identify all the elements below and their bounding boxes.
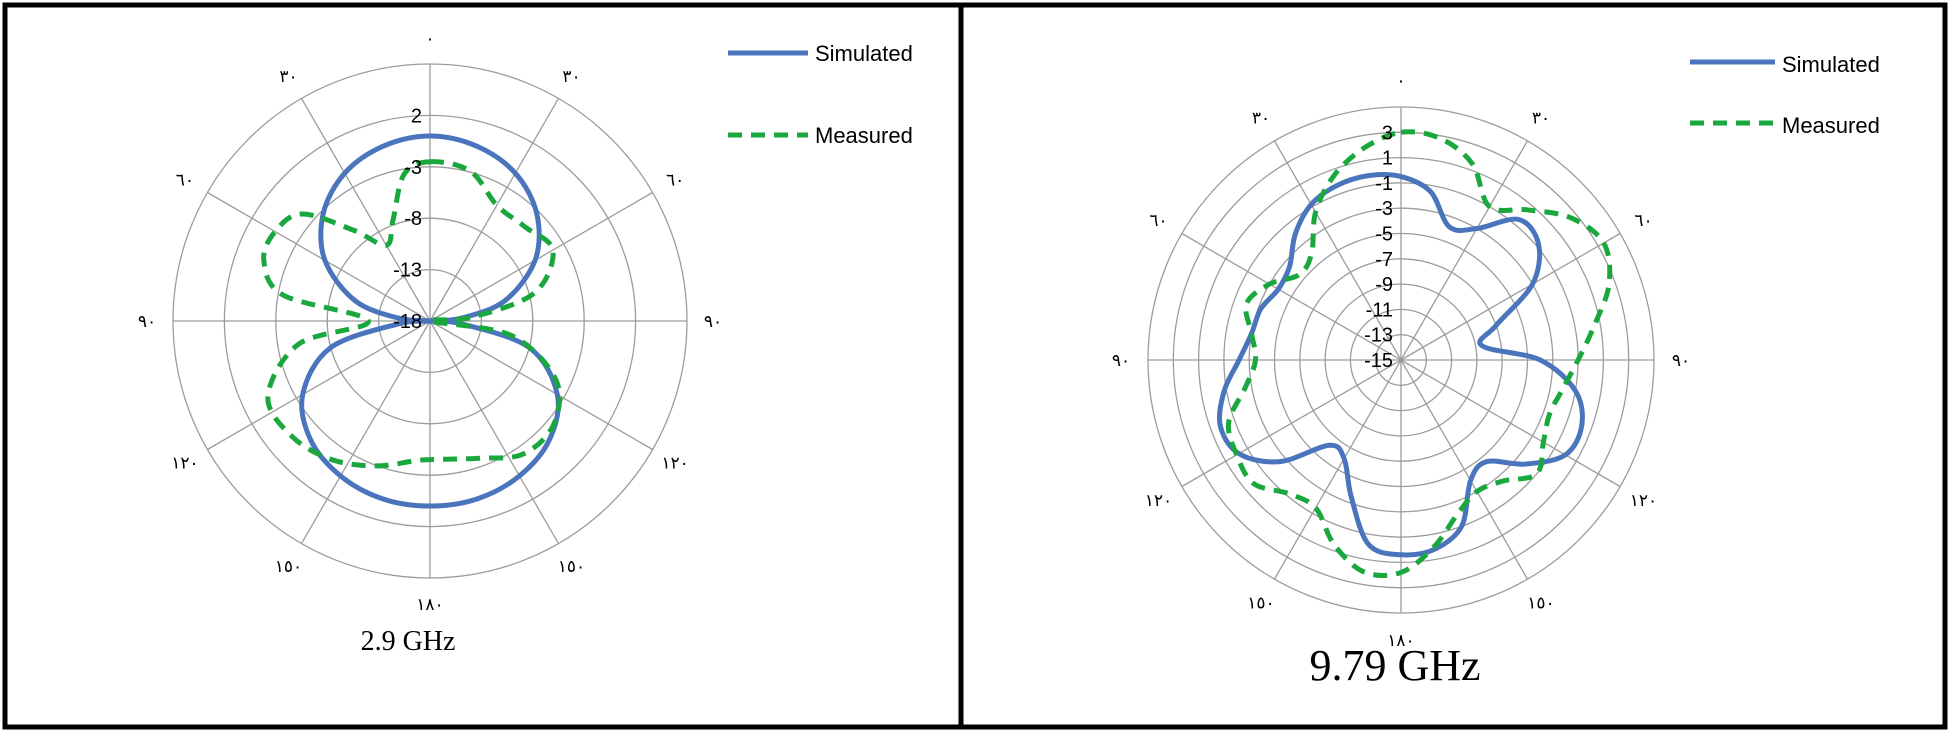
radial-tick-label: -9 <box>1375 274 1393 296</box>
radial-tick-label: -5 <box>1375 224 1393 246</box>
angle-tick-label: ٩٠ <box>704 312 722 332</box>
grid-spoke <box>300 320 431 544</box>
radial-tick-label: -18 <box>393 311 422 333</box>
angle-tick-label: ١٨٠ <box>416 595 443 615</box>
angle-tick-label: ١٢٠ <box>661 454 688 474</box>
legend-label-measured: Measured <box>1782 113 1880 138</box>
angle-tick-label: ١٥٠ <box>1527 594 1554 614</box>
chart-caption: 9.79 GHz <box>1309 641 1480 690</box>
radial-tick-label: 1 <box>1382 148 1393 170</box>
chart-panel-right: 3 1 -1 -3 -5 -7 -9 -11 -13 -15 ٠ ٣٠ ٦٠ ٩٠ ١٢٠ ١٥٠ ١٨٠ ١٥٠… <box>958 2 1948 730</box>
angle-tick-label: ٦٠ <box>1634 211 1652 231</box>
grid-spoke <box>1400 359 1621 488</box>
radial-tick-label: 3 <box>1382 122 1393 144</box>
angle-tick-label: ٦٠ <box>176 171 194 191</box>
angle-tick-label: ١٥٠ <box>1247 594 1274 614</box>
legend: Simulated Measured <box>1690 52 1880 138</box>
angle-tick-label: ١٢٠ <box>171 454 198 474</box>
series-layer <box>1216 129 1613 578</box>
grid-spoke <box>429 191 653 322</box>
grid-spoke <box>1181 232 1402 361</box>
series-line-measured <box>261 159 563 469</box>
grid-spoke <box>1273 359 1402 580</box>
angle-tick-label: ٣٠ <box>1532 109 1550 129</box>
chart-panel-left: 2-3-8-13-18٠٣٠٦٠٩٠١٢٠١٥٠١٨٠١٥٠١٢٠٩٠٦٠٣٠ … <box>2 2 964 730</box>
legend-label-measured: Measured <box>815 123 913 148</box>
angle-tick-label: ٠ <box>425 29 434 49</box>
grid-spoke <box>429 98 560 322</box>
radial-tick-label: -13 <box>1364 325 1393 347</box>
legend: Simulated Measured <box>728 41 913 148</box>
angle-tick-label: ٣٠ <box>562 67 580 87</box>
radial-tick-label: -7 <box>1375 249 1393 271</box>
grid-spoke <box>300 98 431 322</box>
angle-tick-label: ١٢٠ <box>1630 491 1657 511</box>
radial-tick-label: -13 <box>393 260 422 282</box>
radial-tick-label: -3 <box>1375 198 1393 220</box>
angle-tick-label: ١٥٠ <box>558 557 585 577</box>
panel-border <box>958 2 1948 730</box>
grid-spoke <box>1273 140 1402 361</box>
angle-tick-label: ١٥٠ <box>275 557 302 577</box>
series-line-simulated <box>1216 172 1585 558</box>
grid-spoke <box>1400 359 1529 580</box>
angle-tick-label: ٣٠ <box>279 67 297 87</box>
legend-label-simulated: Simulated <box>1782 52 1880 77</box>
angle-tick-label: ٩٠ <box>138 312 156 332</box>
grid-spoke <box>1181 359 1402 488</box>
angle-tick-label: ٩٠ <box>1672 351 1690 371</box>
tick-labels: 3 1 -1 -3 -5 -7 -9 -11 -13 -15 ٠ ٣٠ ٦٠ ٩٠ ١٢٠ ١٥٠ ١٨٠ ١٥٠… <box>1112 71 1690 651</box>
tick-labels: 2 -3 -8 -13 -18 ٠ ٣٠ ٦٠ ٩٠ ١٢٠ ١٥٠ ١٨٠ ١٥٠ ١٢٠ ٩٠ ٦٠ ٣٠ <box>138 29 722 615</box>
grid-spoke <box>429 320 653 451</box>
angle-tick-label: ١٢٠ <box>1145 491 1172 511</box>
grid-spoke <box>207 320 431 451</box>
legend-label-simulated: Simulated <box>815 41 913 66</box>
grid-spoke <box>429 320 560 544</box>
angle-tick-label: ٦٠ <box>1149 211 1167 231</box>
radial-tick-label: -15 <box>1364 350 1393 372</box>
series-line-measured <box>1225 129 1613 578</box>
grid-spoke <box>207 191 431 322</box>
angle-tick-label: ١٨٠ <box>1387 631 1414 651</box>
angle-tick-label: ٣٠ <box>1252 109 1270 129</box>
radial-tick-label: 2 <box>411 105 422 127</box>
angle-tick-label: ٦٠ <box>666 171 684 191</box>
radial-tick-label: -1 <box>1375 173 1393 195</box>
chart-caption: 2.9 GHz <box>361 626 456 657</box>
radial-tick-label: -8 <box>404 208 422 230</box>
grid-spoke <box>1400 232 1621 361</box>
grid-spoke <box>1400 140 1529 361</box>
series-line-simulated <box>299 133 561 509</box>
radial-tick-label: -11 <box>1366 299 1393 321</box>
angle-tick-label: ٩٠ <box>1112 351 1130 371</box>
angle-tick-label: ٠ <box>1396 71 1405 91</box>
series-layer <box>261 133 563 509</box>
polar-grid <box>172 63 688 579</box>
radial-tick-label: -3 <box>404 157 422 179</box>
